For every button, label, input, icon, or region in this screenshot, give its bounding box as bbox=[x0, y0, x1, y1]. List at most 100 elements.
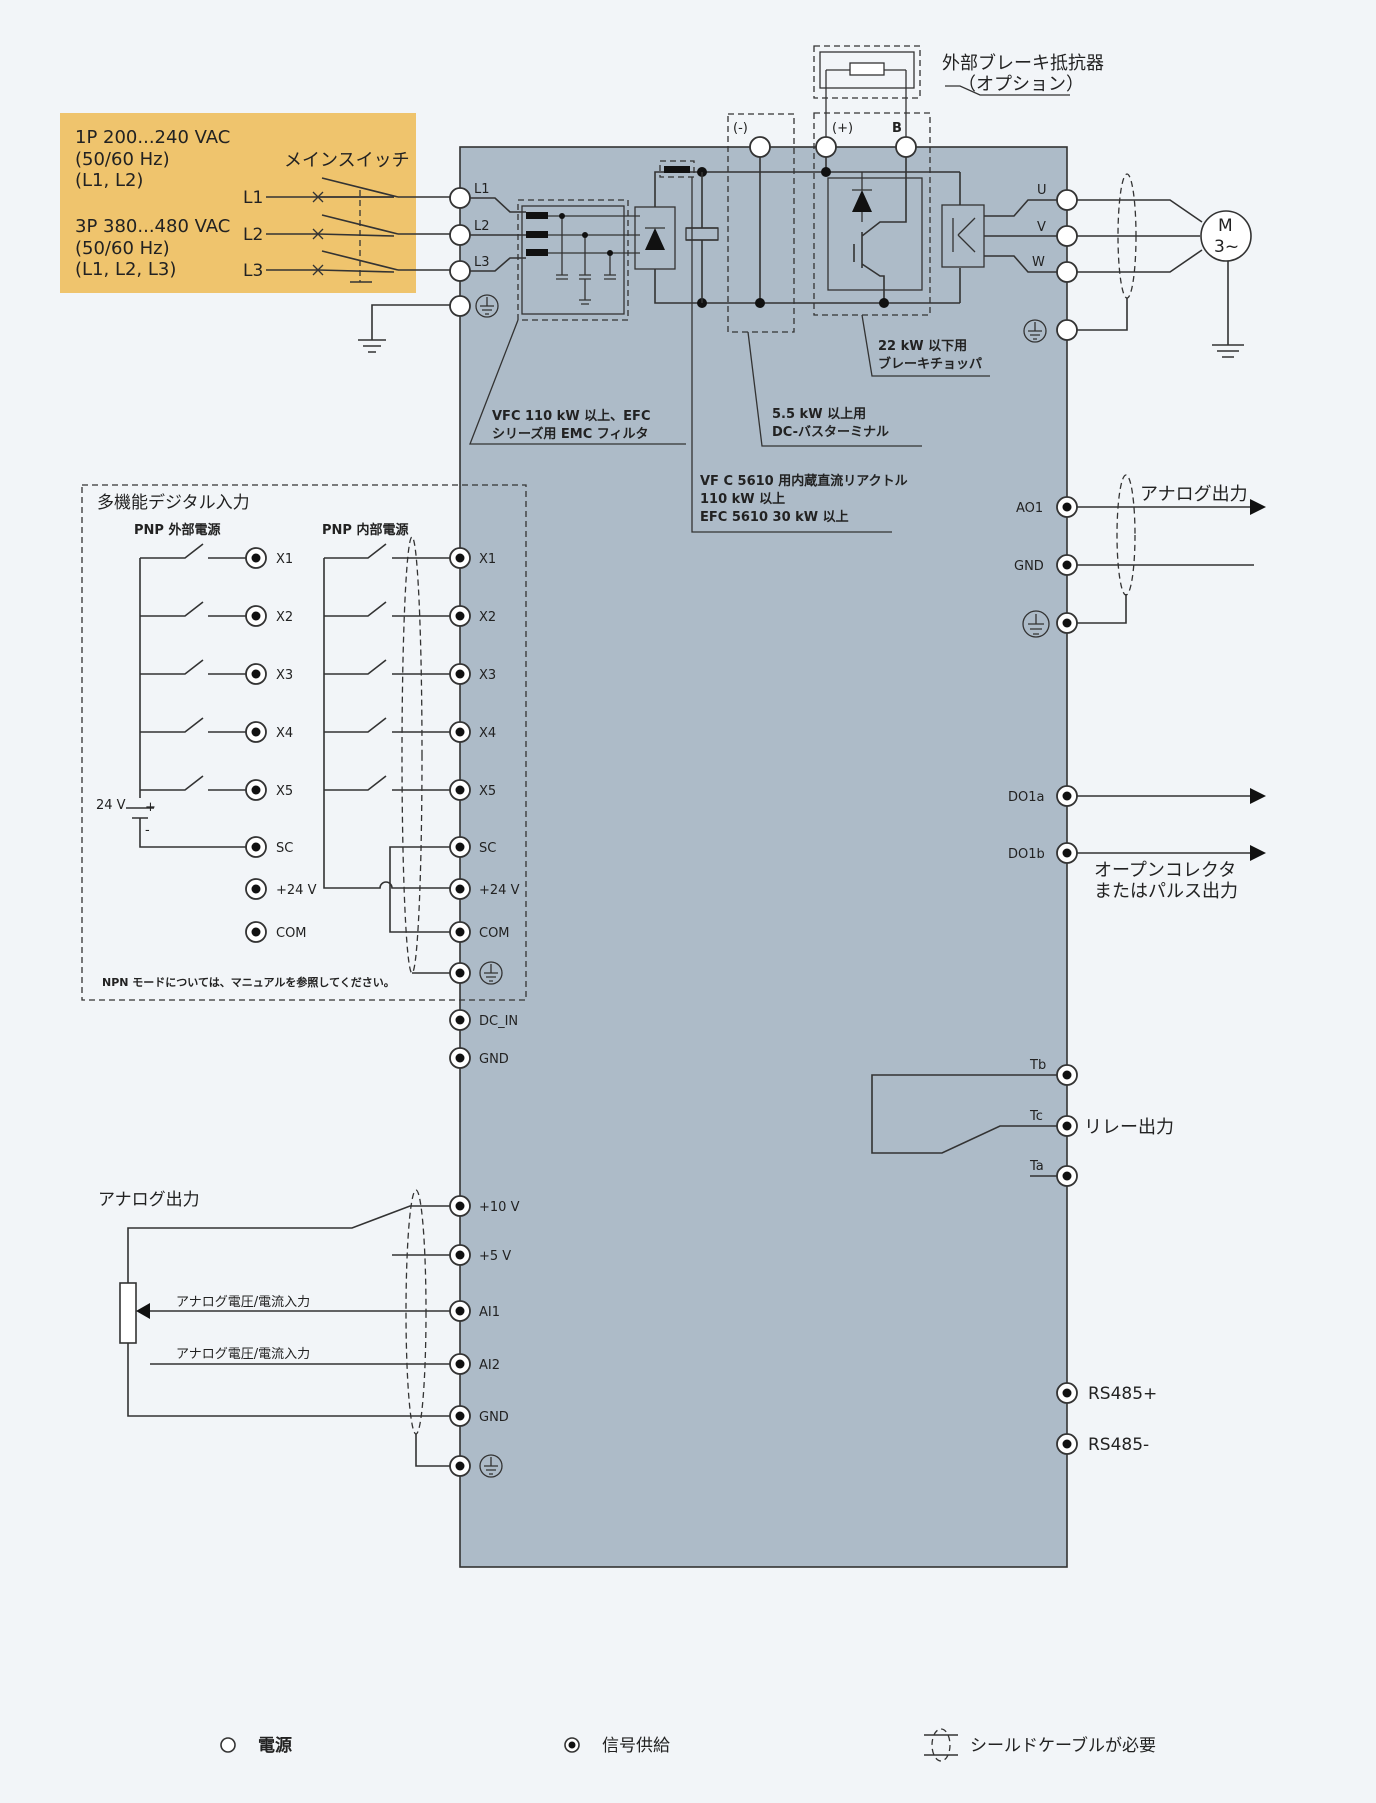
legend-shield-symbol bbox=[924, 1728, 958, 1762]
tb-label: Tb bbox=[1029, 1058, 1046, 1073]
brake-chopper-note-2: ブレーキチョッパ bbox=[878, 356, 982, 372]
battery-voltage-label: 24 V bbox=[96, 798, 126, 813]
inverter-terminal-label: DC_IN bbox=[479, 1014, 518, 1029]
motor: M 3~ bbox=[1200, 210, 1252, 262]
inverter-terminal-label: X1 bbox=[479, 552, 496, 567]
battery-minus-label: - bbox=[145, 823, 150, 838]
earth-icon bbox=[1022, 610, 1050, 638]
dc-bus-note-2: DC-バスターミナル bbox=[772, 425, 889, 440]
open-collector-label-1: オープンコレクタ bbox=[1094, 860, 1236, 881]
terminal-pe-input bbox=[449, 295, 471, 317]
ext-terminal-dot bbox=[251, 927, 261, 937]
inverter-terminal-label: +24 V bbox=[479, 883, 520, 898]
inverter-pe-terminal-dot bbox=[455, 1461, 465, 1471]
dc-bus-note-1: 5.5 kW 以上用 bbox=[772, 407, 866, 422]
do1a-label: DO1a bbox=[1008, 790, 1044, 805]
ext-terminal-dot bbox=[251, 884, 261, 894]
input-terminals bbox=[449, 187, 471, 317]
digital-input-box bbox=[81, 484, 527, 1001]
inverter-terminal-dot bbox=[455, 1053, 465, 1063]
inverter-terminal-dot bbox=[455, 1411, 465, 1421]
brake-resistor-label-1: 外部ブレーキ抵抗器 bbox=[942, 52, 1104, 74]
brake-chopper-note-1: 22 kW 以下用 bbox=[878, 339, 967, 354]
inverter-terminal-dot bbox=[455, 1306, 465, 1316]
inverter-terminal-label: X4 bbox=[479, 726, 496, 741]
right-terminals bbox=[871, 474, 1266, 1455]
ext-terminal-label: COM bbox=[276, 926, 307, 941]
terminal-l2 bbox=[449, 224, 471, 246]
legend-power-symbol bbox=[220, 1737, 236, 1753]
ai2-input-label: アナログ電圧/電流入力 bbox=[176, 1347, 310, 1362]
legend-signal-label: 信号供給 bbox=[602, 1736, 670, 1756]
inv-l2-label: L2 bbox=[474, 219, 490, 234]
ext-terminal-label: +24 V bbox=[276, 883, 317, 898]
ext-terminal-dot bbox=[251, 669, 261, 679]
inverter-terminal-dot bbox=[455, 884, 465, 894]
earth-icon bbox=[1023, 319, 1047, 343]
inverter-terminal-dot bbox=[455, 785, 465, 795]
ext-terminal-dot bbox=[251, 611, 261, 621]
brake-terminal-label: B bbox=[892, 121, 902, 136]
main-switch-label: メインスイッチ bbox=[284, 150, 410, 171]
inverter-terminal-label: COM bbox=[479, 926, 510, 941]
earth-icon bbox=[479, 1454, 503, 1478]
terminal-v bbox=[1056, 225, 1078, 247]
ext-terminal-dot bbox=[251, 785, 261, 795]
power-1p-line1: 1P 200...240 VAC bbox=[75, 127, 230, 148]
ext-terminal-label: X4 bbox=[276, 726, 293, 741]
inverter-terminal-label: X3 bbox=[479, 668, 496, 683]
brake-resistor-box bbox=[813, 45, 921, 99]
power-3p-line1: 3P 380...480 VAC bbox=[75, 216, 230, 237]
out-v-label: V bbox=[1037, 220, 1046, 235]
legend: 電源 信号供給 シールドケーブルが必要 bbox=[220, 1728, 1156, 1762]
internal-switch-group bbox=[323, 536, 450, 974]
gnd-right-label: GND bbox=[1014, 559, 1044, 574]
brake-resistor-label-2: （オプション） bbox=[958, 74, 1084, 95]
dc-reactor-note-2: 110 kW 以上 bbox=[700, 492, 785, 507]
inverter-terminal-label: SC bbox=[479, 841, 496, 856]
analog-in-title: アナログ出力 bbox=[98, 1190, 200, 1210]
ta-label: Ta bbox=[1029, 1159, 1044, 1174]
terminal-brake bbox=[895, 136, 917, 158]
motor-label: M bbox=[1218, 216, 1233, 236]
ext-terminal-dot bbox=[251, 842, 261, 852]
terminal-dc-plus bbox=[815, 136, 837, 158]
inverter-terminal-dot bbox=[455, 1250, 465, 1260]
dc-plus-label: (+) bbox=[832, 121, 853, 136]
terminal-l3 bbox=[449, 260, 471, 282]
dc-minus-label: (-) bbox=[733, 121, 748, 136]
dc-reactor-note-1: VF C 5610 用内蔵直流リアクトル bbox=[700, 473, 908, 489]
ext-terminal-label: X1 bbox=[276, 552, 293, 567]
out-u-label: U bbox=[1037, 183, 1047, 198]
inverter-terminal-dot bbox=[455, 727, 465, 737]
power-1p-line2: (50/60 Hz) bbox=[75, 149, 170, 170]
ext-terminal-dot bbox=[251, 727, 261, 737]
digital-input-title: 多機能デジタル入力 bbox=[97, 492, 250, 513]
inverter-terminal-dot bbox=[455, 611, 465, 621]
inverter-pe-terminal-dot bbox=[455, 968, 465, 978]
inverter-terminal-label: X5 bbox=[479, 784, 496, 799]
rs485-plus-label: RS485+ bbox=[1088, 1384, 1157, 1404]
inverter-body bbox=[459, 146, 1068, 1568]
inverter-terminal-label: GND bbox=[479, 1410, 509, 1425]
terminal-dc-minus bbox=[749, 136, 771, 158]
inv-l3-label: L3 bbox=[474, 255, 490, 270]
analog-out-label: アナログ出力 bbox=[1140, 484, 1248, 505]
ext-terminal-label: X2 bbox=[276, 610, 293, 625]
out-w-label: W bbox=[1032, 255, 1045, 270]
terminal-l1 bbox=[449, 187, 471, 209]
rs485-minus-label: RS485- bbox=[1088, 1435, 1149, 1455]
external-switch-group bbox=[126, 543, 256, 848]
inverter-terminal-label: X2 bbox=[479, 610, 496, 625]
legend-power-label: 電源 bbox=[258, 1735, 292, 1756]
npn-note: NPN モードについては、マニュアルを参照してください。 bbox=[102, 975, 395, 989]
legend-shield-label: シールドケーブルが必要 bbox=[970, 1735, 1156, 1756]
brake-chopper-box bbox=[813, 112, 931, 316]
inverter-terminal-dot bbox=[455, 1201, 465, 1211]
terminal-pe-output bbox=[1056, 319, 1078, 341]
emc-filter-box bbox=[517, 199, 629, 321]
inverter-terminal-label: +5 V bbox=[479, 1249, 511, 1264]
supply-l3-label: L3 bbox=[243, 261, 263, 281]
open-collector-label-2: またはパルス出力 bbox=[1094, 881, 1238, 902]
